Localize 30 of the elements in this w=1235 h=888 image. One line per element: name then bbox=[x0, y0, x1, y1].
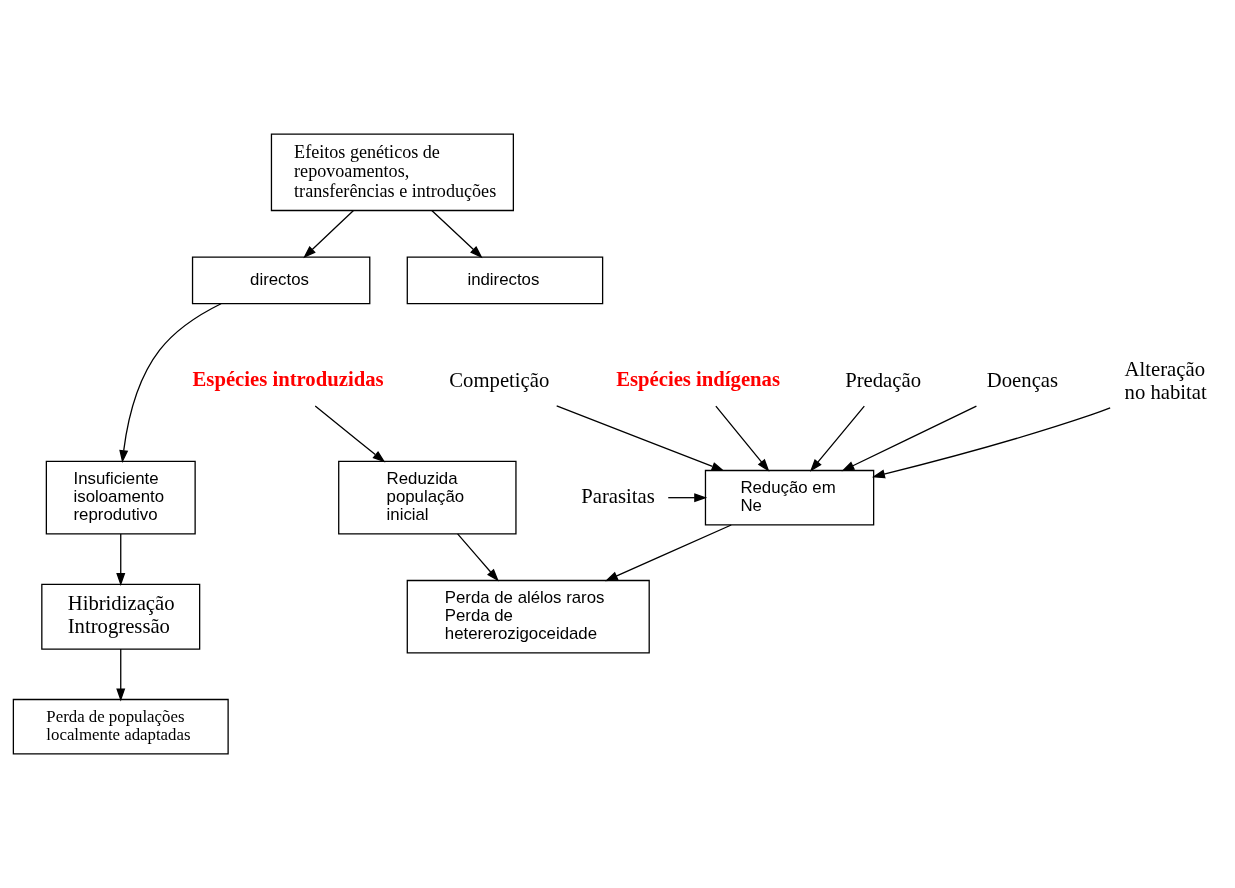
node-box: Redução em Ne bbox=[704, 469, 875, 526]
node-text: Espécies indígenas bbox=[616, 368, 781, 391]
arrow bbox=[604, 524, 732, 582]
arrow bbox=[667, 493, 708, 503]
arrow bbox=[116, 648, 126, 702]
node-box: Insuficiente isoloamento reprodutivo bbox=[45, 460, 196, 535]
node-text: Predação bbox=[845, 369, 921, 392]
node-box: Perda de alélos raros Perda de hetererozigoceidade bbox=[406, 579, 650, 654]
node-box: indirectos bbox=[406, 256, 604, 305]
arrow bbox=[872, 407, 1111, 479]
arrow bbox=[809, 405, 865, 472]
arrow bbox=[116, 533, 126, 586]
arrow bbox=[715, 405, 770, 472]
node-text: Alteração no habitat bbox=[1124, 357, 1207, 404]
node-text: Competição bbox=[449, 369, 550, 392]
node-text: Parasitas bbox=[581, 484, 655, 507]
node-box: directos bbox=[191, 256, 371, 305]
arrow bbox=[841, 405, 978, 472]
node-box: Efeitos genéticos de repovoamentos, transferências e introduções bbox=[270, 133, 514, 212]
node-box: Hibridização Introgressão bbox=[41, 583, 201, 650]
node-text: Espécies introduzidas bbox=[192, 368, 384, 391]
arrow bbox=[456, 533, 499, 582]
node-text: Doenças bbox=[986, 369, 1059, 392]
arrow bbox=[119, 303, 222, 464]
arrow bbox=[314, 405, 386, 463]
node-box: Reduzida população inicial bbox=[338, 460, 517, 535]
arrow bbox=[556, 405, 725, 472]
arrow bbox=[303, 209, 355, 259]
node-box: Perda de populações localmente adaptadas bbox=[12, 698, 229, 755]
arrow bbox=[431, 209, 483, 259]
